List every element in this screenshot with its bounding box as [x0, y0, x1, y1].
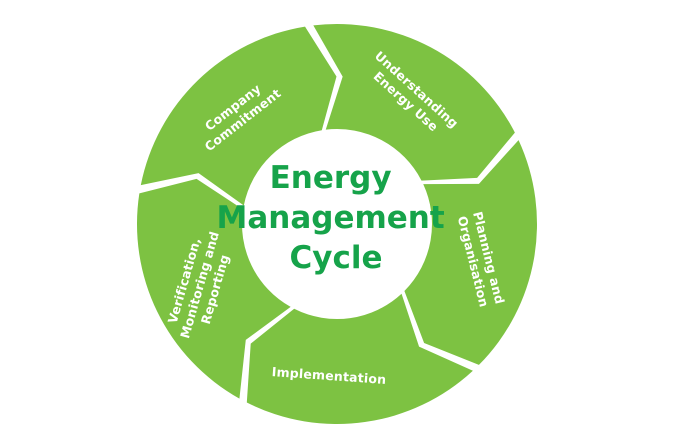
segment-company-commitment — [140, 26, 337, 206]
center-title-line-3: Cycle — [290, 240, 383, 276]
center-title-line-2: Management — [217, 200, 445, 236]
segment-verification-monitoring-reporting — [136, 178, 291, 399]
segment-planning-and-organisation — [404, 140, 538, 365]
center-title-line-1: Energy — [270, 160, 392, 196]
center-title: Energy Management Cycle — [217, 160, 456, 276]
segment-implementation — [246, 293, 473, 425]
segment-understanding-energy-use — [313, 24, 515, 181]
